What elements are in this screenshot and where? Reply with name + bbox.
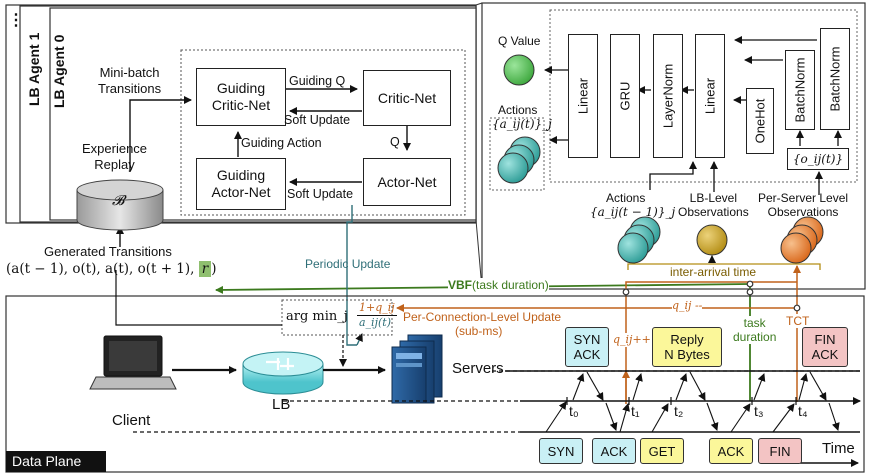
agent-ellipsis: ⋮ <box>8 12 24 29</box>
layer-linear-2-label: Linear <box>702 77 718 115</box>
guiding-actor-net: Guiding Actor-Net <box>196 158 286 210</box>
oij-label: {o_ij(t)} <box>792 151 844 166</box>
layer-batchnorm-2-label: BatchNorm <box>827 46 843 112</box>
guiding-q-label: Guiding Q <box>289 74 346 88</box>
client-label: Client <box>112 412 151 429</box>
experience-replay-label: Experience Replay <box>82 141 148 172</box>
guiding-critic-net: Guiding Critic-Net <box>196 68 286 126</box>
actor-net-label: Actor-Net <box>377 173 437 190</box>
layer-batchnorm-1: BatchNorm <box>785 50 815 130</box>
lb-label: LB <box>272 396 291 413</box>
replay-buffer-symbol: 𝓑 <box>112 193 125 209</box>
fraction-denominator: a_ij(t) <box>359 316 391 329</box>
server-observations-label: Per-Server Level Observations <box>758 191 849 219</box>
q-value-label: Q Value <box>498 34 541 48</box>
packet-reply-label: Reply N Bytes <box>664 332 710 362</box>
layer-onehot: OneHot <box>746 88 774 154</box>
per-connection-update-label: Per-Connection-Level Update <box>403 310 562 324</box>
tick-t1: t₁ <box>631 403 640 419</box>
actor-net: Actor-Net <box>363 158 451 206</box>
argmin-label: arg min_j <box>286 309 348 324</box>
servers-label: Servers <box>452 360 504 377</box>
actions-top-label: Actions <box>498 103 538 117</box>
tick-t3: t₃ <box>754 403 764 419</box>
packet-get: GET <box>640 438 684 464</box>
packet-ack-2: ACK <box>709 438 753 464</box>
guiding-actor-net-label: Guiding Actor-Net <box>211 167 271 200</box>
q-label: Q <box>390 135 400 149</box>
soft-update-label-2: Soft Update <box>287 187 354 201</box>
packet-fin-ack: FIN ACK <box>802 327 848 367</box>
layer-batchnorm-1-label: BatchNorm <box>792 57 808 123</box>
qij-plus-label: q_ij++ <box>613 333 651 347</box>
agent-1-label: LB Agent 1 <box>26 32 42 106</box>
packet-syn-ack-label: SYN ACK <box>573 332 601 362</box>
critic-net-label: Critic-Net <box>377 89 437 106</box>
layer-linear-1-label: Linear <box>575 77 591 115</box>
tct-label: TCT <box>786 314 810 328</box>
soft-update-label-1: Soft Update <box>284 113 351 127</box>
layer-linear-2: Linear <box>695 34 725 158</box>
layer-gru: GRU <box>610 34 640 158</box>
packet-ack-1: ACK <box>592 438 636 464</box>
time-label: Time <box>822 440 855 457</box>
actions-bottom-math: {a_ij(t − 1)}_j <box>590 205 676 219</box>
layer-gru-label: GRU <box>617 81 633 111</box>
packet-syn-ack: SYN ACK <box>565 327 609 367</box>
packet-reply: Reply N Bytes <box>652 327 722 367</box>
oij-box: {o_ij(t)} <box>787 148 849 170</box>
packet-fin-label: FIN <box>769 443 791 459</box>
packet-get-label: GET <box>648 443 676 459</box>
guiding-action-label: Guiding Action <box>241 136 322 150</box>
reward-symbol: r <box>198 261 212 277</box>
mini-batch-label: Mini-batch Transitions <box>98 65 162 96</box>
data-plane-title: Data Plane <box>12 453 82 469</box>
layer-layernorm: LayerNorm <box>653 34 683 158</box>
layer-batchnorm-2: BatchNorm <box>820 28 850 130</box>
packet-syn-label: SYN <box>547 443 575 459</box>
transition-tuple-close: ) <box>211 261 217 277</box>
periodic-update-label: Periodic Update <box>305 257 391 271</box>
guiding-critic-net-label: Guiding Critic-Net <box>211 80 271 113</box>
vbf-rest: (task duration) <box>472 278 549 292</box>
tick-t0: t₀ <box>569 403 579 419</box>
actions-bottom-label: Actions <box>606 191 646 205</box>
vbf-bold: VBF <box>448 278 472 292</box>
packet-ack-2-label: ACK <box>717 443 745 459</box>
packet-ack-1-label: ACK <box>600 443 628 459</box>
task-duration-label: task duration <box>733 316 777 344</box>
packet-syn: SYN <box>539 438 583 464</box>
qij-minus-label: q_ij -- <box>672 299 703 313</box>
packet-fin-ack-label: FIN ACK <box>811 332 839 362</box>
packet-fin: FIN <box>758 438 802 464</box>
actions-top-math: {a_ij(t)}_j <box>492 117 552 131</box>
tick-t2: t₂ <box>674 403 684 419</box>
layer-layernorm-label: LayerNorm <box>660 63 676 129</box>
tick-t4: t₄ <box>798 403 808 419</box>
critic-net: Critic-Net <box>363 70 451 126</box>
layer-linear-1: Linear <box>568 34 598 158</box>
agent-0-label: LB Agent 0 <box>51 34 67 108</box>
sub-ms-label: (sub-ms) <box>455 324 503 338</box>
lb-observations-label: LB-Level Observations <box>678 191 749 219</box>
transition-tuple-text: (a(t − 1), o(t), a(t), o(t + 1), <box>6 261 195 277</box>
transition-tuple: (a(t − 1), o(t), a(t), o(t + 1), r) <box>6 261 217 277</box>
fraction-numerator: 1+q_ij <box>357 301 397 316</box>
layer-onehot-label: OneHot <box>752 98 768 144</box>
vbf-label: VBF(task duration) <box>448 278 549 292</box>
generated-transitions-label: Generated Transitions <box>44 244 172 259</box>
inter-arrival-label: inter-arrival time <box>668 265 759 279</box>
